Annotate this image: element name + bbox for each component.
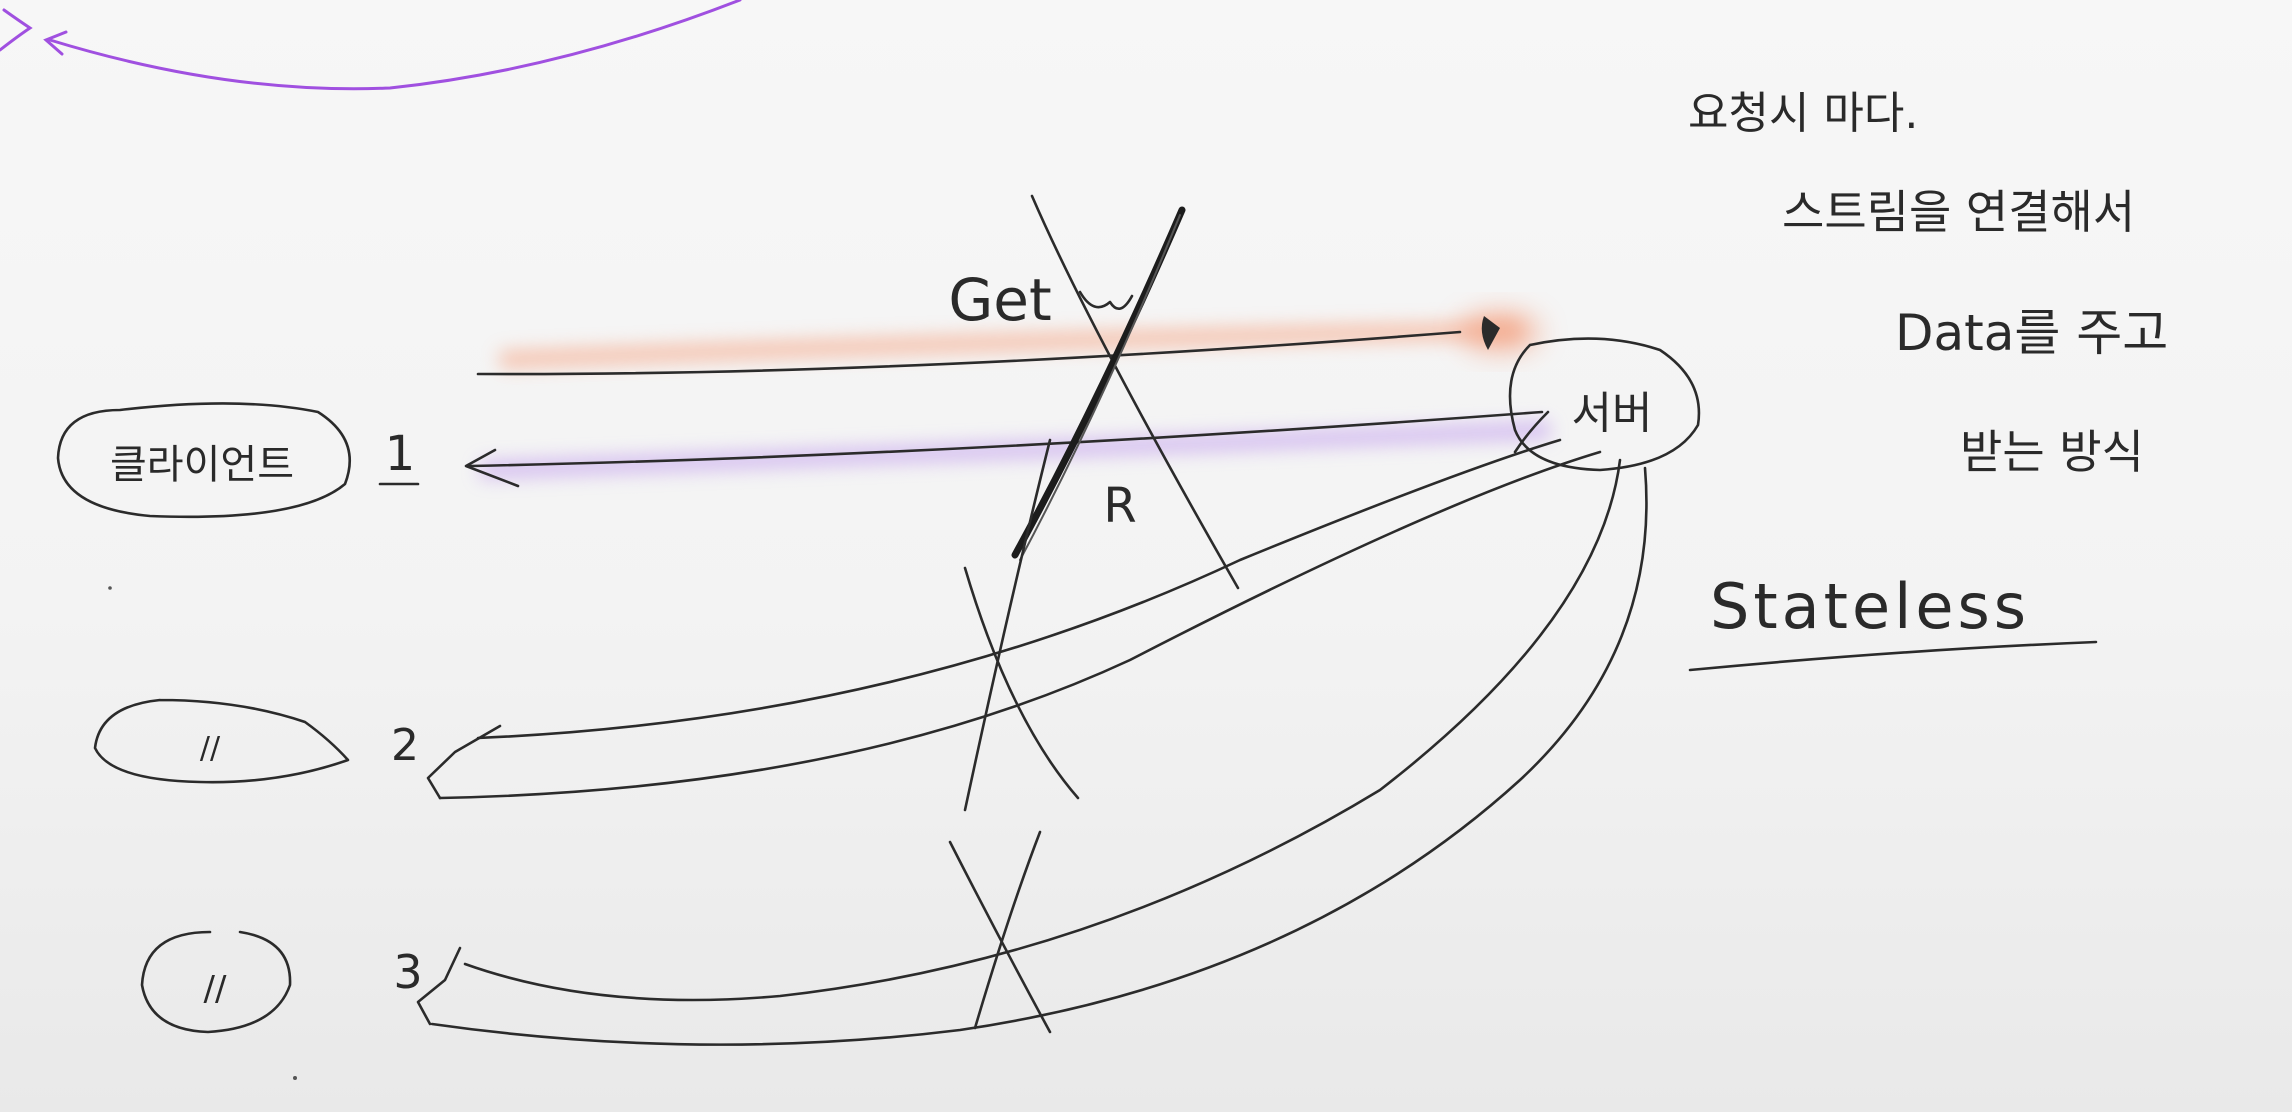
response-label: R	[1103, 478, 1136, 534]
server-label: 서버	[1572, 388, 1653, 439]
cross-out-marks	[948, 194, 1240, 1034]
client-index-1: 1	[385, 426, 416, 482]
note-line-4: 받는 방식	[1960, 425, 2144, 479]
response-highlight	[479, 421, 1551, 479]
client-index-2: 2	[391, 720, 419, 771]
client-3: // 3	[140, 930, 423, 1034]
request-highlight	[499, 321, 1521, 369]
client-index-3: 3	[393, 945, 422, 999]
client-label: 클라이언트	[110, 442, 294, 488]
note-line-1: 요청시 마다.	[1688, 88, 1918, 139]
note-line-2: 스트림을 연결해서	[1782, 185, 2135, 239]
ditto-mark-2: //	[204, 969, 227, 1009]
client-1: 클라이언트 1	[56, 402, 420, 519]
arrowhead-highlight	[1460, 312, 1540, 352]
ditto-mark-1: //	[200, 731, 221, 766]
client-2: // 2	[93, 698, 419, 784]
purple-curve-top-left	[0, 0, 742, 91]
get-label: Get	[948, 266, 1051, 334]
notes-block: 요청시 마다. 스트림을 연결해서 Data를 주고 받는 방식 Statele…	[1688, 88, 2168, 672]
response-arrow: R	[464, 410, 1550, 534]
note-line-3: Data를 주고	[1895, 304, 2168, 362]
server-node: 서버	[1508, 337, 1701, 472]
stateless-underline	[1688, 640, 2098, 672]
client-3-connections	[416, 458, 1648, 1046]
client-2-connections	[426, 438, 1602, 800]
stateless-keyword: Stateless	[1710, 570, 2030, 643]
request-arrow: Get	[476, 266, 1500, 376]
